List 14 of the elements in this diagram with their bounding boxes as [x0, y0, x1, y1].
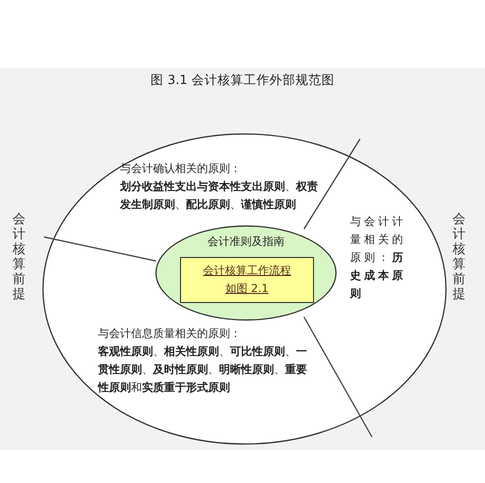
principle-text: 划分收益性支出与资本性支出原则、权责发生制原则、配比原则、谨慎性原则 — [120, 179, 318, 213]
side-label: 会计核算前提 — [452, 212, 466, 302]
principle-text: 客观性原则、相关性原则、可比性原则、一贯性原则、及时性原则、明晰性原则、重要性原则和实质重于形式原则 — [98, 344, 308, 396]
process-text: 如图 2.1 — [226, 281, 268, 297]
principle-text: 与会计信息质量相关的原则： — [98, 326, 242, 342]
side-label: 会计核算前提 — [12, 212, 26, 302]
outer-ellipse — [42, 133, 447, 445]
process-box — [180, 257, 314, 303]
principle-text: 与会计确认相关的原则： — [120, 161, 242, 177]
diagram-title: 图 3.1 会计核算工作外部规范图 — [150, 72, 336, 89]
principle-text: 与会计计量相关的原则：历史成本原则 — [350, 214, 407, 302]
ellipse-title: 会计准则及指南 — [206, 234, 286, 250]
process-text: 会计核算工作流程 — [203, 263, 291, 279]
inner-ellipse — [155, 225, 337, 321]
